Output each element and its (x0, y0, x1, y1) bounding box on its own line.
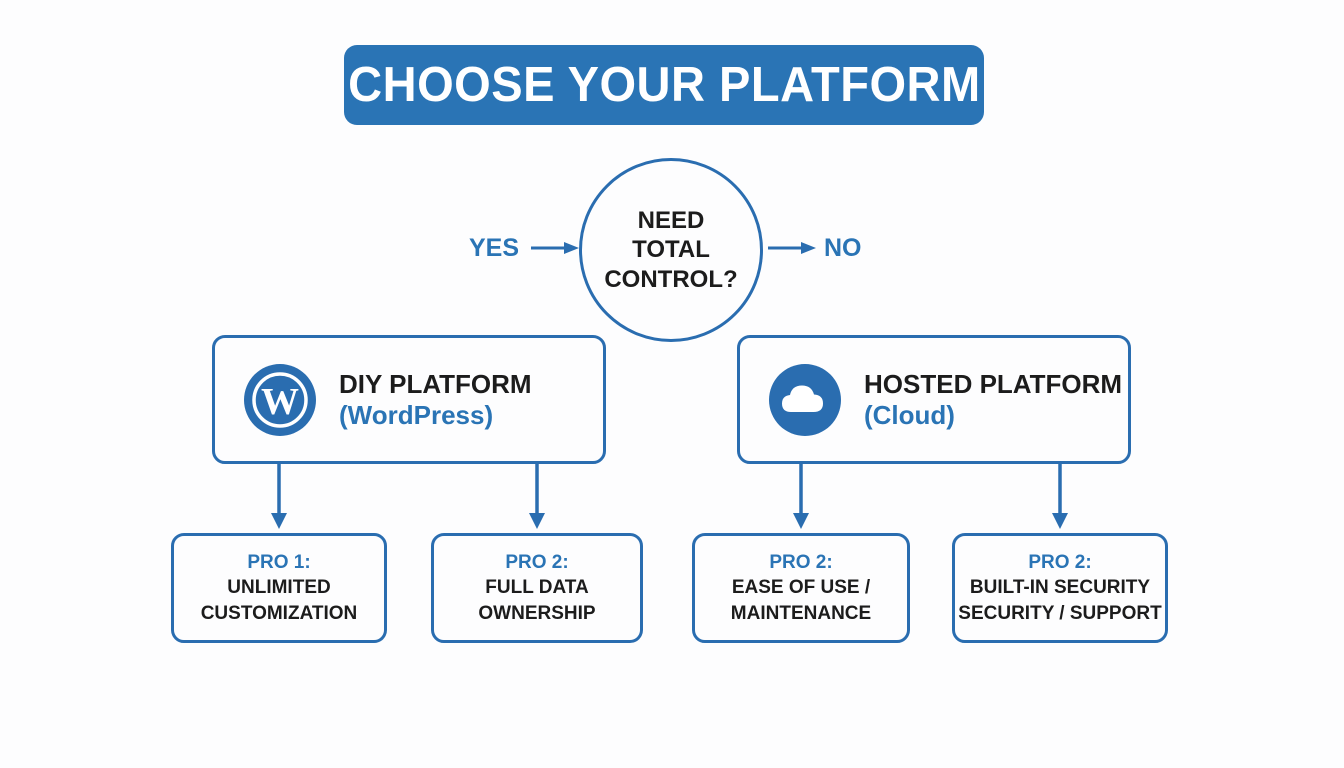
pro-card-3: PRO 2: EASE OF USE / MAINTENANCE (692, 533, 910, 643)
pro-head-1: PRO 1: (247, 551, 311, 573)
platform-card-hosted: HOSTED PLATFORM (Cloud) (737, 335, 1131, 464)
pro-card-1: PRO 1: UNLIMITED CUSTOMIZATION (171, 533, 387, 643)
branch-label-no: NO (824, 234, 862, 262)
decision-line-2: TOTAL (632, 236, 710, 264)
pro-card-4: PRO 2: BUILT-IN SECURITY SECURITY / SUPP… (952, 533, 1168, 643)
arrow-no-icon (768, 242, 816, 254)
page-title-banner: CHOOSE YOUR PLATFORM (344, 45, 984, 125)
platform-subtitle-hosted: (Cloud) (864, 399, 955, 430)
platform-card-diy: W DIY PLATFORM (WordPress) (212, 335, 606, 464)
decision-line-3: CONTROL? (604, 265, 738, 293)
pro-line-4-2: SECURITY / SUPPORT (958, 602, 1162, 624)
pro-line-1-2: CUSTOMIZATION (200, 602, 358, 624)
pro-line-2-1: FULL DATA (485, 577, 589, 599)
platform-title-hosted: HOSTED PLATFORM (864, 368, 1123, 399)
platform-labels-hosted: HOSTED PLATFORM (Cloud) (864, 369, 1122, 430)
pro-head-4: PRO 2: (1028, 551, 1092, 573)
page-title: CHOOSE YOUR PLATFORM (347, 57, 981, 112)
pro-line-3-1: EASE OF USE / (731, 577, 871, 599)
svg-text:W: W (261, 381, 299, 423)
branch-label-yes: YES (469, 234, 520, 262)
decision-line-1: NEED (637, 206, 705, 234)
pro-head-3: PRO 2: (769, 551, 833, 573)
pro-card-2: PRO 2: FULL DATA OWNERSHIP (431, 533, 643, 643)
pro-line-1-1: UNLIMITED (227, 577, 331, 599)
pro-line-2-2: OWNERSHIP (478, 602, 596, 624)
pro-line-4-1: BUILT-IN SECURITY (969, 577, 1151, 599)
platform-title-diy: DIY PLATFORM (339, 368, 532, 399)
decision-node-need-total-control: NEED TOTAL CONTROL? (579, 158, 763, 342)
wordpress-logo-icon: W (244, 363, 316, 436)
arrow-yes-icon (531, 242, 579, 254)
cloud-icon (769, 363, 841, 436)
platform-subtitle-diy: (WordPress) (339, 399, 494, 430)
pro-line-3-2: MAINTENANCE (730, 602, 872, 624)
pro-head-2: PRO 2: (505, 551, 569, 573)
platform-labels-diy: DIY PLATFORM (WordPress) (339, 369, 532, 430)
